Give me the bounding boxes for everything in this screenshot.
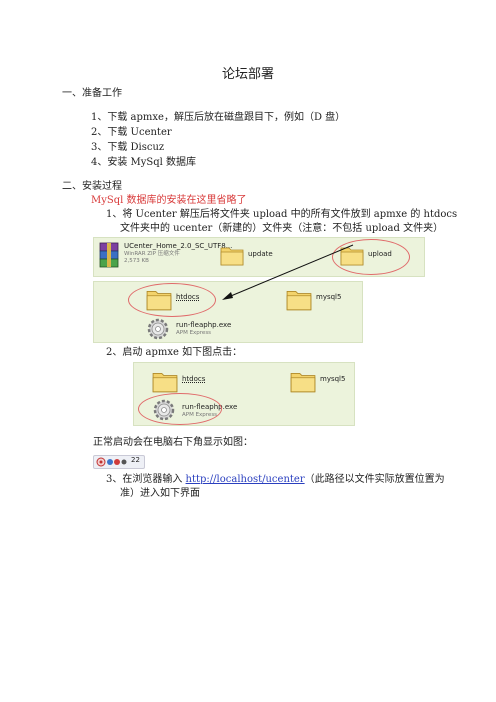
running-text: 正常启动会在电脑右下角显示如图： [93,437,253,448]
gear-icon [146,317,170,341]
folder-htdocs-label: htdocs [182,375,206,383]
tray-time: 22 [131,456,140,464]
highlight-circle [332,239,410,275]
highlight-circle [128,283,216,317]
page-title: 论坛部署 [221,67,274,82]
step3-text: 3、在浏览器输入 http://localhost/ucenter（此路径以文件… [106,474,445,486]
folder-icon [286,287,312,311]
step1-text: 1、将 Ucenter 解压后将文件夹 upload 中的所有文件放到 apmx… [106,209,458,220]
archive-name: UCenter_Home_2.0_SC_UTF8... [124,242,233,250]
step3-text-cont: 准）进入如下界面 [120,488,200,499]
screenshot-run-apmxe: htdocs mysql5 run-fleaphp.exe APM Expres… [133,362,355,426]
list-item: 1、下载 apmxe，解压后放在磁盘跟目下，例如（D 盘） [91,112,346,123]
folder-icon [290,369,316,393]
section-heading-preparation: 一、准备工作 [62,88,122,99]
folder-icon [220,244,244,266]
highlight-circle [138,393,222,425]
list-item: 3、下载 Discuz [91,142,165,153]
list-item: 2、下载 Ucenter [91,127,172,138]
step3-prefix: 3、在浏览器输入 [106,474,186,485]
section-heading-install: 二、安装过程 [62,181,122,192]
folder-mysql5-label: mysql5 [320,375,346,383]
archive-size: 2,573 KB [124,258,149,264]
folder-mysql5-label: mysql5 [316,293,342,301]
mysql-note: MySql 数据库的安装在这里省略了 [91,195,247,206]
system-tray: 22 [93,455,145,469]
winrar-archive-icon [98,242,120,270]
folder-icon [152,369,178,393]
screenshot-htdocs-folder: htdocs mysql5 run-fleaphp.exe APM Expres… [93,281,363,343]
exe-desc: APM Express [176,330,212,336]
ucenter-link[interactable]: http://localhost/ucenter [185,474,305,485]
folder-update-label: update [248,250,273,258]
list-item: 4、安装 MySql 数据库 [91,157,197,168]
step3-suffix: （此路径以文件实际放置位置为 [304,474,445,485]
archive-type: WinRAR ZIP 压缩文件 [124,251,180,257]
step2-text: 2、启动 apmxe 如下图点击： [106,347,243,358]
exe-name: run-fleaphp.exe [176,321,232,329]
tray-icons [96,457,127,467]
step1-text-cont: 文件夹中的 ucenter（新建的）文件夹（注意：不包括 upload 文件夹） [120,223,444,234]
screenshot-upload-folder: UCenter_Home_2.0_SC_UTF8... WinRAR ZIP 压… [93,237,425,277]
